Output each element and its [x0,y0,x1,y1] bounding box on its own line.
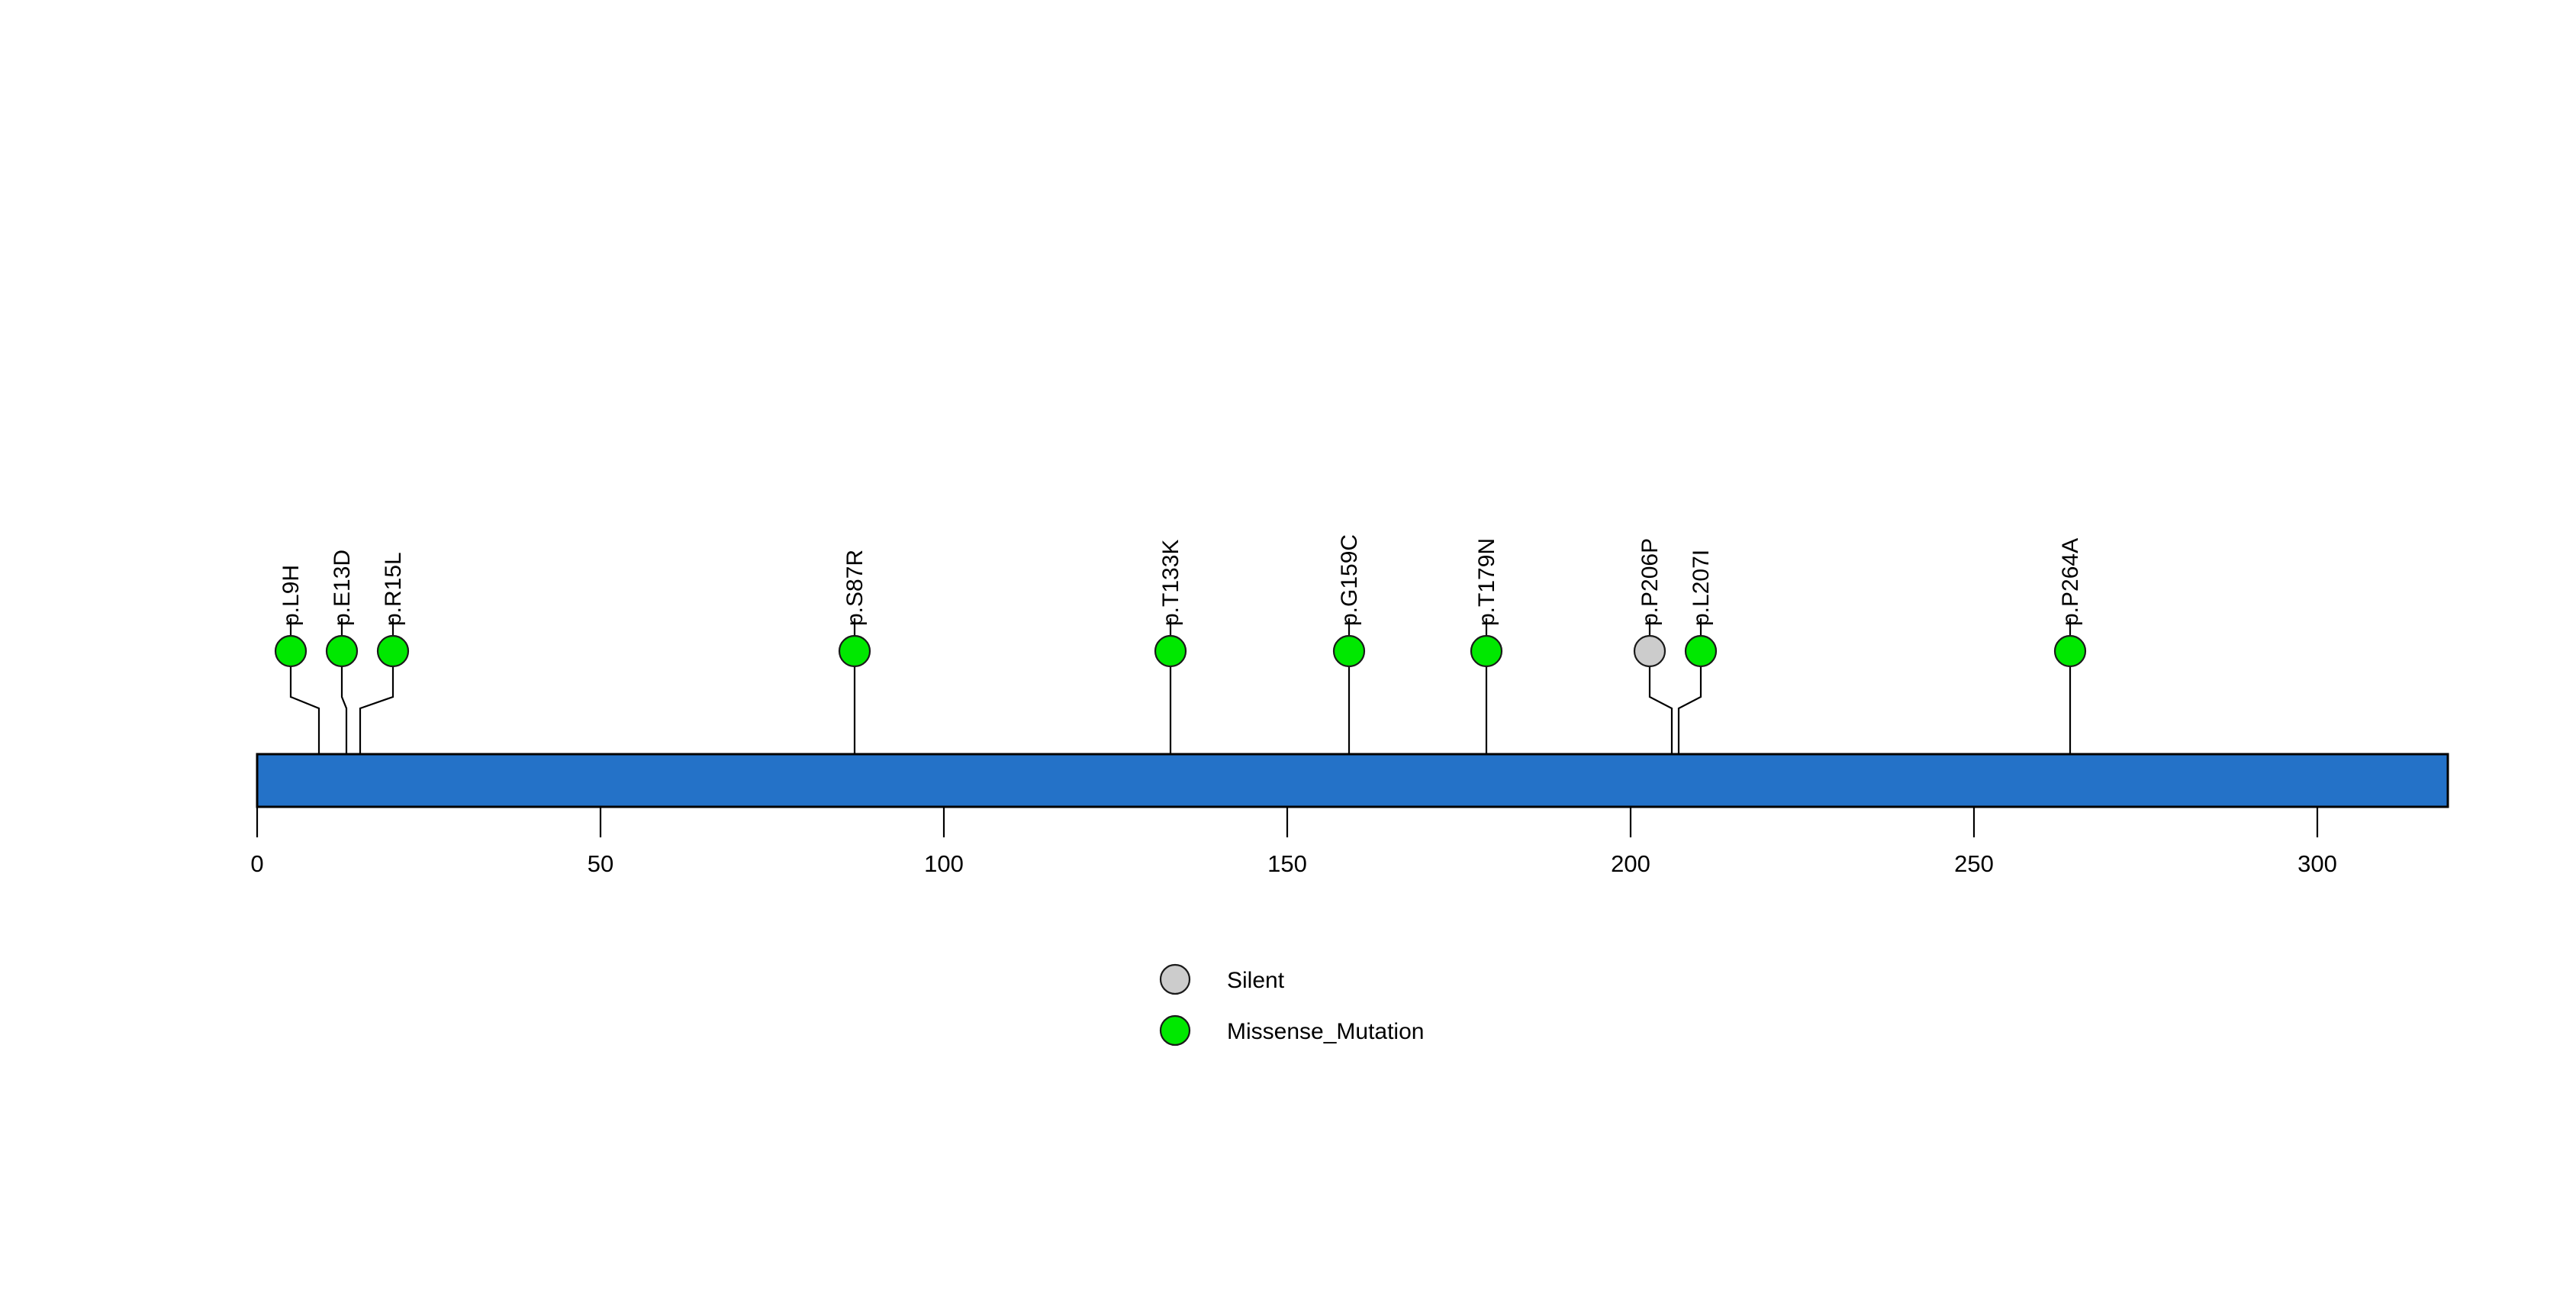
mutation-marker-pt133k[interactable] [1154,634,1187,668]
mutation-marker-pl207i[interactable] [1684,634,1718,668]
mutation-marker-pp206p[interactable] [1633,634,1666,668]
mutation-marker-pr15l[interactable] [376,634,410,668]
legend-swatch-missense_mutation[interactable] [1159,1014,1191,1047]
mutation-label: p.E13D [330,550,355,626]
mutation-label: p.R15L [381,552,406,626]
mutation-labels: p.L9H p.E13D p.R15L p.S87R p.T133K p.G159C p.T… [279,534,2083,626]
axis-tick-label: 0 [250,850,263,877]
mutation-label: p.P206P [1637,538,1663,626]
mutation-marker-pt179n[interactable] [1470,634,1503,668]
axis-tick-label: 50 [588,850,613,877]
mutation-label: p.L9H [279,565,304,626]
position-axis: 0 50 100 150 200 250 300 [250,807,2337,877]
mutation-marker-pe13d[interactable] [325,634,359,668]
axis-tick-label: 250 [1954,850,1994,877]
mutation-label: p.T133K [1158,540,1183,626]
mutation-label: p.P264A [2058,538,2083,626]
mutation-marker-pg159c[interactable] [1332,634,1366,668]
mutation-marker-pp264a[interactable] [2053,634,2087,668]
mutation-markers [274,634,2087,668]
mutation-label: p.G159C [1337,534,1362,626]
axis-tick-label: 300 [2297,850,2337,877]
legend-label: Silent [1227,968,1285,993]
axis-tick-label: 100 [924,850,964,877]
mutation-label: p.T179N [1474,538,1499,626]
protein-domain-track [256,753,2449,808]
mutation-marker-ps87r[interactable] [838,634,871,668]
mutation-label: p.S87R [842,550,868,626]
legend-label: Missense_Mutation [1227,1019,1424,1044]
protein-bar [256,753,2449,808]
mutation-label: p.L207I [1689,550,1714,626]
axis-tick-label: 200 [1611,850,1650,877]
legend-swatch-silent[interactable] [1159,963,1191,995]
axis-tick-label: 150 [1267,850,1307,877]
mutation-marker-pl9h[interactable] [274,634,308,668]
